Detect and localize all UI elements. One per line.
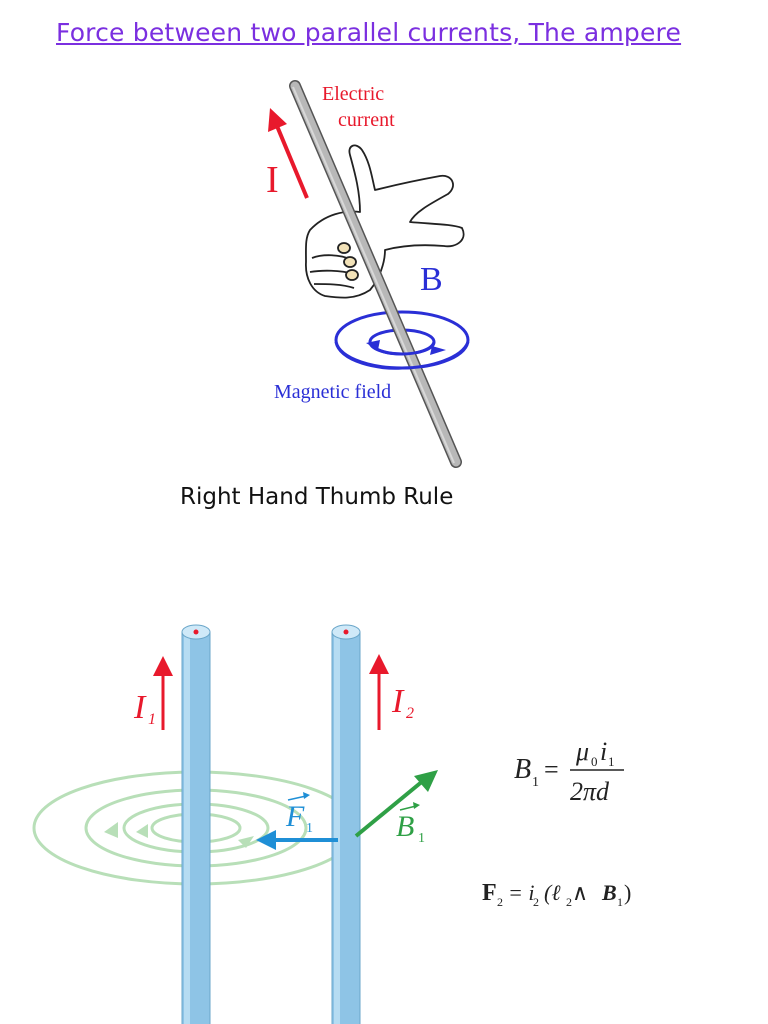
- wire-two-icon: [331, 624, 361, 1024]
- label-b1: B: [396, 810, 414, 843]
- force-arrow-icon: [256, 830, 338, 850]
- wire-one-icon: [181, 624, 211, 1024]
- parallel-wires-figure: I 1 I 2 F 1 B 1: [32, 624, 438, 1024]
- current-arrow-two-icon: [369, 654, 389, 730]
- right-hand-rule-figure: Electric current I B Magnetic field: [266, 80, 470, 468]
- label-b1-sub: 1: [418, 831, 425, 846]
- label-current: current: [338, 109, 395, 131]
- figure-caption: Right Hand Thumb Rule: [180, 484, 454, 510]
- label-i2-sub: 2: [406, 705, 414, 722]
- label-i1: I: [133, 689, 147, 726]
- field-vector-arrow-icon: [354, 770, 438, 838]
- current-arrow-icon: [268, 108, 309, 199]
- label-i1-sub: 1: [148, 711, 156, 728]
- page-title-link[interactable]: Force between two parallel currents, The…: [56, 18, 682, 47]
- label-i2: I: [391, 683, 405, 720]
- label-f1: F: [285, 800, 305, 833]
- label-i: I: [266, 159, 279, 201]
- label-magnetic-field: Magnetic field: [274, 381, 391, 403]
- label-f1-sub: 1: [306, 821, 313, 836]
- wire-rod-icon: [289, 80, 462, 468]
- current-arrow-one-icon: [153, 656, 173, 730]
- label-electric: Electric: [322, 83, 384, 105]
- hand-icon: [305, 144, 465, 299]
- label-b: B: [420, 261, 443, 298]
